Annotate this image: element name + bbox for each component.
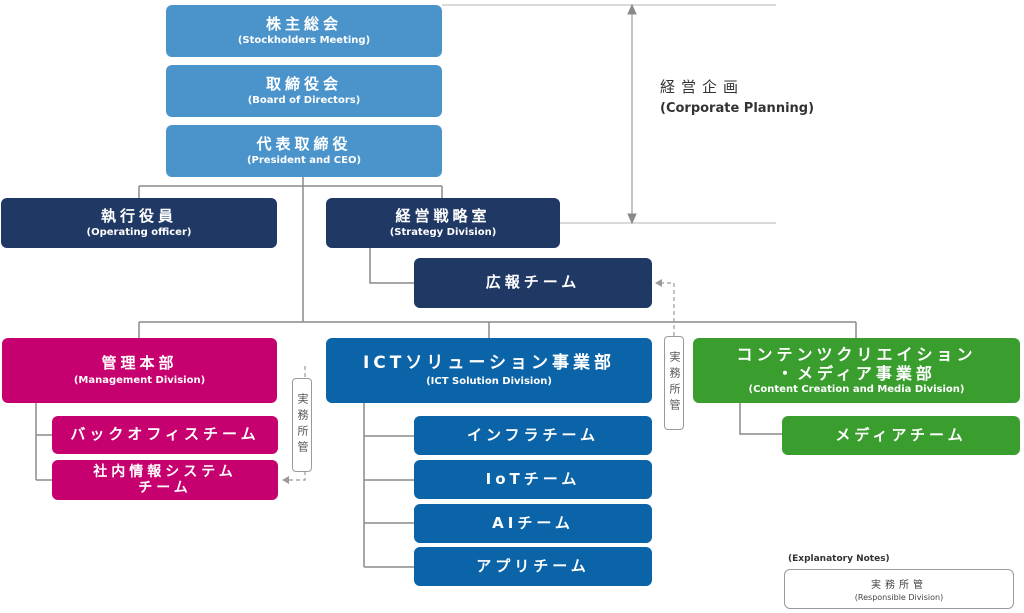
internal-it-team-title-line1: 社内情報システム	[93, 463, 237, 480]
internal-it-team-box: 社内情報システム チーム	[52, 460, 278, 500]
corporate-planning-label: 経営企画 (Corporate Planning)	[660, 76, 814, 116]
legend-en: (Responsible Division)	[854, 593, 944, 602]
iot-team-box: IoTチーム	[414, 460, 652, 499]
back-office-team-box: バックオフィスチーム	[52, 416, 278, 454]
legend-box: 実務所管 (Responsible Division)	[784, 569, 1014, 609]
ict-division-box: ICTソリューション事業部 (ICT Solution Division)	[326, 338, 652, 403]
board-subtitle: (Board of Directors)	[247, 95, 361, 107]
strategy-division-subtitle: (Strategy Division)	[389, 227, 497, 239]
content-division-title-line2: ・メディア事業部	[777, 363, 936, 383]
operating-officer-subtitle: (Operating officer)	[86, 227, 192, 239]
shareholders-meeting-title: 株主総会	[265, 14, 342, 33]
ict-division-title: ICTソリューション事業部	[362, 353, 616, 374]
pr-team-box: 広報チーム	[414, 258, 652, 308]
management-division-subtitle: (Management Division)	[73, 374, 206, 386]
responsible-label-content: 実務所管	[664, 336, 684, 430]
board-of-directors-box: 取締役会 (Board of Directors)	[166, 65, 442, 117]
management-division-box: 管理本部 (Management Division)	[2, 338, 277, 403]
content-division-subtitle: (Content Creation and Media Division)	[748, 383, 965, 395]
ai-team-title: AIチーム	[492, 513, 574, 532]
media-team-title: メディアチーム	[835, 425, 967, 444]
internal-it-team-title-line2: チーム	[138, 480, 192, 496]
iot-team-title: IoTチーム	[485, 469, 581, 488]
management-division-title: 管理本部	[101, 354, 178, 373]
back-office-team-title: バックオフィスチーム	[70, 425, 260, 444]
responsible-label-management: 実務所管	[292, 378, 312, 472]
strategy-division-title: 経営戦略室	[395, 206, 491, 225]
legend-jp: 実務所管	[871, 580, 927, 591]
operating-officer-box: 執行役員 (Operating officer)	[1, 198, 277, 248]
app-team-box: アプリチーム	[414, 547, 652, 586]
shareholders-meeting-subtitle: (Stockholders Meeting)	[237, 35, 371, 47]
content-division-box: コンテンツクリエイション ・メディア事業部 (Content Creation …	[693, 338, 1020, 403]
ceo-box: 代表取締役 (President and CEO)	[166, 125, 442, 177]
infra-team-box: インフラチーム	[414, 416, 652, 455]
corporate-planning-jp: 経営企画	[660, 78, 745, 96]
strategy-division-box: 経営戦略室 (Strategy Division)	[326, 198, 560, 248]
operating-officer-title: 執行役員	[100, 206, 177, 225]
content-division-title-line1: コンテンツクリエイション	[736, 345, 977, 365]
board-title: 取締役会	[265, 74, 342, 93]
corporate-planning-en: (Corporate Planning)	[660, 101, 815, 116]
legend-title: (Explanatory Notes)	[788, 554, 890, 564]
pr-team-title: 広報チーム	[485, 273, 581, 292]
ceo-title: 代表取締役	[256, 134, 352, 153]
app-team-title: アプリチーム	[476, 556, 590, 575]
shareholders-meeting-box: 株主総会 (Stockholders Meeting)	[166, 5, 442, 57]
ceo-subtitle: (President and CEO)	[246, 155, 362, 167]
media-team-box: メディアチーム	[782, 416, 1020, 455]
infra-team-title: インフラチーム	[466, 425, 600, 444]
ai-team-box: AIチーム	[414, 504, 652, 543]
ict-division-subtitle: (ICT Solution Division)	[426, 375, 552, 387]
